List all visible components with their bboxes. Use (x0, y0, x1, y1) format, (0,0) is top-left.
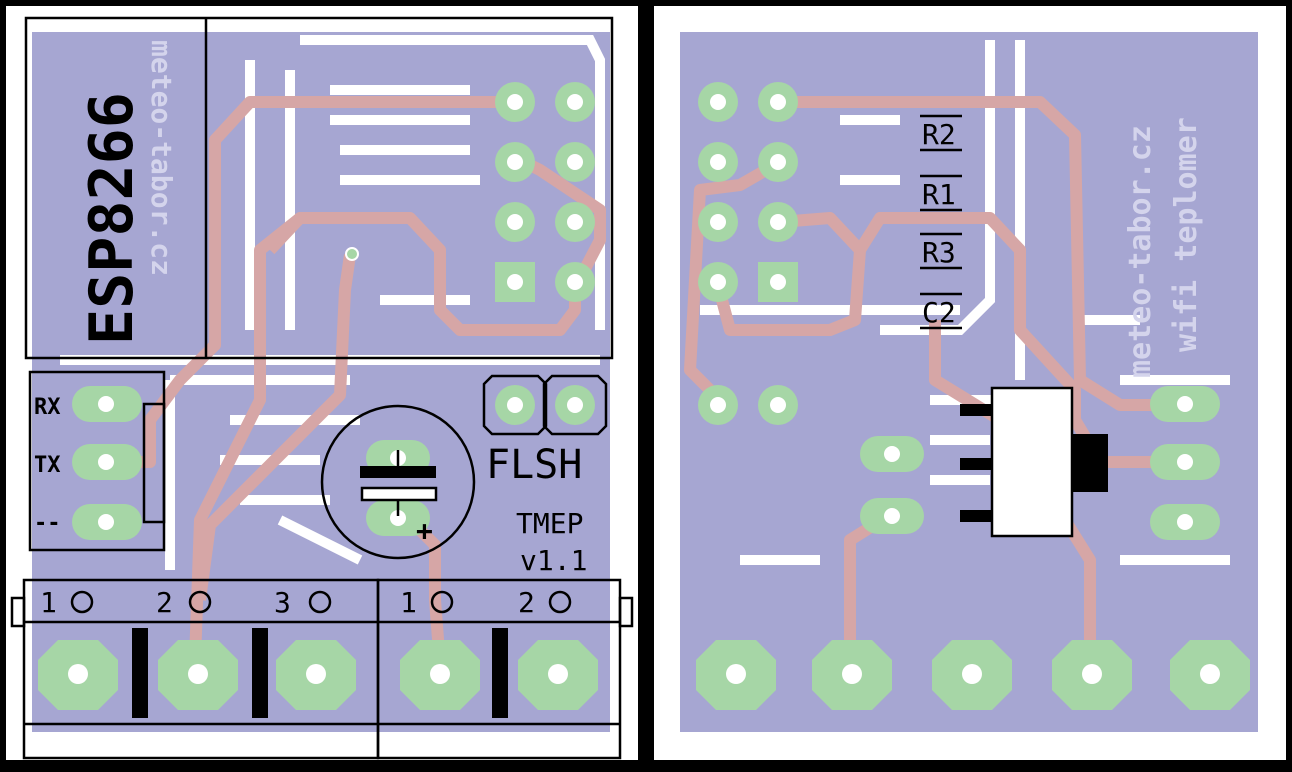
serial-label-tx: TX (34, 453, 61, 478)
serial-header: RX TX -- (28, 370, 166, 552)
esp-header-pads (495, 82, 595, 302)
left-board: ESP8266 meteo-tabor.cz RX TX -- FLSH (2, 2, 642, 764)
component-r2: R2 (922, 118, 956, 151)
right-board: R2 R1 R3 C2 (650, 2, 1290, 764)
project-label: TMEP (516, 507, 583, 540)
serial-label-nc: -- (34, 511, 61, 536)
sensor-pads (860, 386, 1220, 540)
component-c2: C2 (922, 296, 956, 329)
smd-component-labels: R2 R1 R3 C2 (920, 114, 962, 330)
capacitor-polarity: + (416, 514, 433, 547)
flash-jumper: FLSH (482, 374, 608, 488)
version-label: v1.1 (520, 544, 587, 577)
terminal-b-pin-1: 1 (400, 586, 417, 619)
mirrored-brand-text: meteo-tabor.cz (145, 40, 178, 276)
terminal-blocks (10, 578, 634, 760)
brand-line-1: meteo-tabor.cz (1123, 125, 1158, 378)
esp-module-outline (24, 16, 614, 360)
component-r3: R3 (922, 236, 956, 269)
terminal-pin-labels: 1 2 3 1 2 (40, 586, 572, 619)
right-terminal-pads (696, 640, 1250, 710)
terminal-pads (38, 628, 598, 718)
esp-module-label: ESP8266 (77, 92, 147, 345)
serial-header-key (142, 402, 166, 524)
terminal-a-pin-3: 3 (274, 586, 291, 619)
terminal-a-pin-2: 2 (156, 586, 173, 619)
via (345, 247, 359, 261)
serial-label-rx: RX (34, 395, 61, 420)
right-esp-pads (698, 82, 798, 425)
capacitor-outline (320, 404, 476, 560)
brand-line-2: wifi teplomer (1169, 117, 1204, 352)
capacitor: + (320, 404, 476, 560)
component-r1: R1 (922, 178, 956, 211)
terminal-a-pin-1: 1 (40, 586, 57, 619)
flash-label: FLSH (486, 442, 582, 488)
terminal-b-pin-2: 2 (518, 586, 535, 619)
slide-switch (960, 386, 1108, 538)
